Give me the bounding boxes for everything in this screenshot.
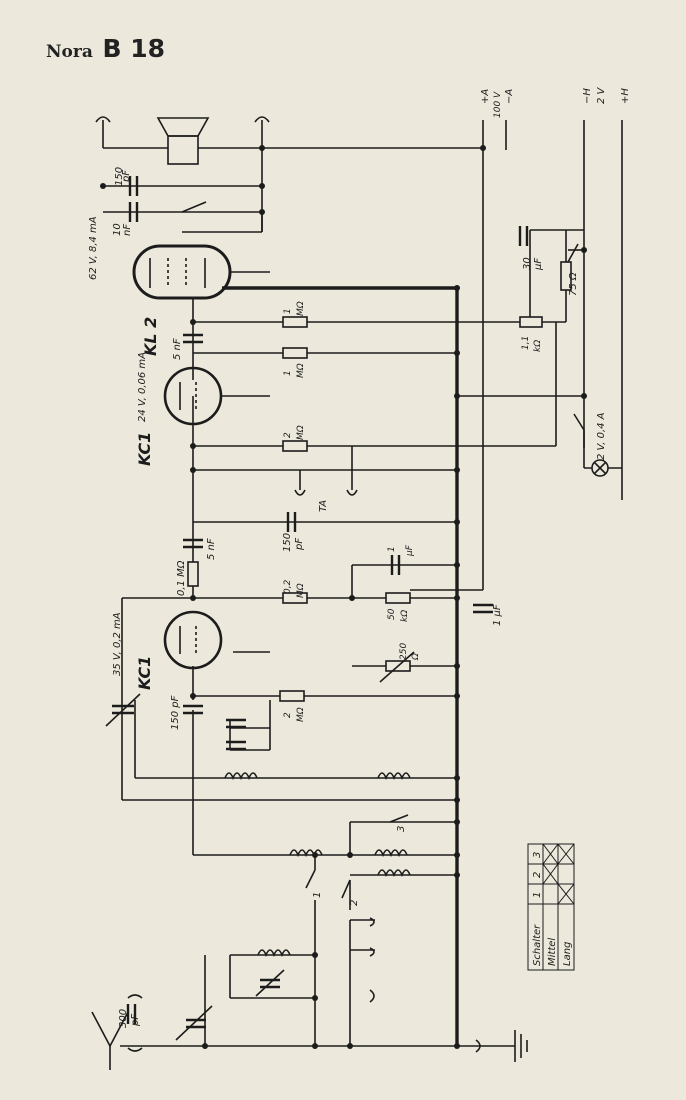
label-plus-a: +A: [480, 89, 491, 104]
label-r250-val: 250: [399, 643, 409, 660]
label-r50k-unit: kΩ: [400, 610, 410, 622]
label-c10nf-val: 10: [112, 223, 123, 236]
kc1-upper-rating: 24 V, 0,06 mA: [137, 352, 148, 422]
table-crosses: [542, 843, 575, 905]
label-2v: 2 V: [596, 86, 607, 104]
brand-name: Nora: [46, 42, 93, 62]
resistors: [187, 261, 572, 702]
label-r02m-val: 0,2: [283, 579, 293, 594]
tube-labels: 62 V, 8,4 mA KL 2 24 V, 0,06 mA KC1 35 V…: [88, 216, 160, 690]
kl2-tube-symbol: [132, 244, 270, 300]
label-switch-3: 3: [396, 826, 407, 832]
ground-symbol: [475, 1030, 528, 1062]
switches: [181, 201, 585, 899]
label-r01m: 0,1 MΩ: [176, 560, 187, 596]
table-row-lang: Lang: [562, 942, 573, 966]
switch-table: Schalter 1 2 3 Mittel Lang: [527, 843, 575, 971]
label-c150pf-out-unit: pF: [121, 170, 132, 183]
label-switch-1: 1: [312, 892, 323, 898]
label-c30uf-unit: μF: [533, 258, 544, 271]
coils: [224, 772, 411, 958]
table-header-3: 3: [532, 852, 543, 858]
label-c150pf-out-val: 150: [114, 167, 125, 186]
label-c300pf-unit: pF: [130, 1014, 141, 1027]
capacitors: [105, 176, 529, 1041]
pilot-lamp-symbol: [591, 459, 609, 477]
label-r1m-b-val: 1: [283, 370, 293, 376]
label-r250-unit: Ω: [411, 653, 421, 661]
kc1-lower-tube-symbol: [163, 610, 223, 670]
kc1-lower-name: KC1: [135, 656, 154, 690]
label-c150pf-cpl-unit: pF: [294, 538, 305, 551]
kl2-rating: 62 V, 8,4 mA: [88, 216, 99, 280]
jack-sockets: [127, 489, 375, 1052]
label-c150pf-cpl-val: 150: [282, 533, 293, 552]
component-labels: 150 pF 10 nF 1 MΩ 5 nF 1 MΩ 30 μF 75 Ω 1…: [112, 167, 607, 1028]
label-r2m-a-unit: MΩ: [296, 425, 306, 440]
label-lamp: 2 V, 0,4 A: [596, 412, 607, 460]
label-r2m-b-val: 2: [283, 712, 293, 718]
kc1-upper-tube-symbol: [163, 366, 270, 426]
label-switch-2: 2: [349, 900, 360, 906]
label-c5nf-b: 5 nF: [206, 538, 217, 560]
label-r2m-a-val: 2: [283, 432, 293, 438]
table-row-mittel: Mittel: [547, 938, 558, 966]
kc1-upper-name: KC1: [135, 432, 154, 466]
table-header-schalter: Schalter: [532, 924, 543, 966]
junction-dots: [100, 145, 587, 1049]
label-c150pf-grid: 150 pF: [170, 695, 181, 730]
label-c1uf-a-unit: μF: [405, 544, 415, 557]
label-c10nf-unit: nF: [122, 224, 133, 236]
label-r1m-b-unit: MΩ: [296, 363, 306, 378]
kc1-lower-rating: 35 V, 0,2 mA: [112, 612, 123, 676]
label-r50k-val: 50: [387, 608, 397, 620]
kl2-name: KL 2: [141, 317, 160, 356]
label-ta: TA: [318, 500, 329, 512]
label-r1m-a-val: 1: [283, 308, 293, 314]
rail-labels: +A 100 V −A −H 2 V +H: [480, 86, 631, 118]
label-r02m-unit: MΩ: [296, 583, 306, 598]
label-r2m-b-unit: MΩ: [296, 707, 306, 722]
page-header: Nora B 18: [46, 34, 165, 63]
table-header-1: 1: [532, 892, 543, 898]
label-r1m-a-unit: MΩ: [296, 301, 306, 316]
label-r1k-unit: kΩ: [533, 340, 543, 352]
label-minus-h: −H: [582, 88, 593, 104]
antenna-symbol: [91, 1011, 129, 1070]
speaker-symbol: [95, 116, 270, 165]
model-number: B 18: [102, 34, 165, 63]
label-c5nf-a: 5 nF: [172, 338, 183, 360]
label-c1uf-a-val: 1: [387, 546, 397, 552]
label-c300pf-val: 300: [118, 1009, 129, 1028]
label-plus-h: +H: [620, 88, 631, 104]
label-minus-a: −A: [504, 89, 515, 104]
label-r75: 75 Ω: [568, 272, 579, 296]
table-header-2: 2: [532, 872, 543, 878]
label-r1k-val: 1,1: [521, 336, 531, 350]
label-c1uf-b: 1 μF: [492, 604, 503, 626]
label-100v: 100 V: [493, 91, 503, 118]
label-c30uf-val: 30: [522, 257, 533, 270]
